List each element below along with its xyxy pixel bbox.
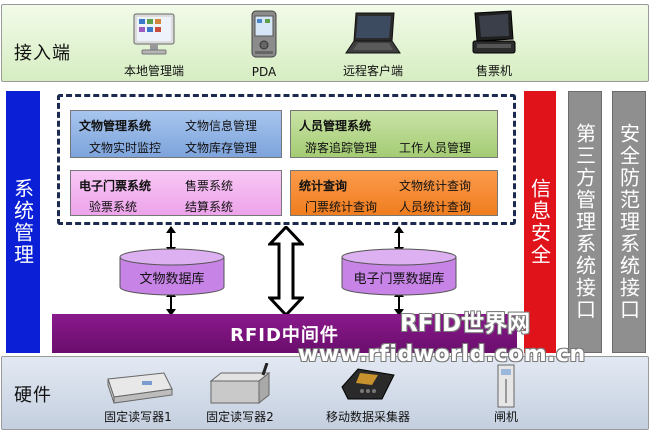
rfid-middleware-bar: RFID中间件	[52, 314, 517, 353]
device-label: 移动数据采集器	[325, 410, 410, 424]
pda-icon	[251, 10, 277, 58]
watermark-brand: RFID世界网	[400, 311, 531, 337]
device-label: PDA	[251, 65, 277, 79]
database-cylinder-icon	[119, 248, 225, 296]
watermark-url: www.rfidworld.com.cn	[298, 342, 586, 367]
device-fixed-reader-2: 固定读写器2	[198, 357, 282, 431]
device-fixed-reader-1: 固定读写器1	[90, 357, 186, 431]
system-box-e-ticket: 电子门票系统 售票系统 验票系统 结算系统	[70, 170, 282, 216]
database-cylinder-icon	[341, 248, 457, 296]
device-label: 闸机	[493, 410, 518, 424]
system-box-statistics-query: 统计查询 文物统计查询 门票统计查询 人员统计查询	[290, 170, 498, 216]
third-party-interface-bar: 第三方管理系统接口	[568, 91, 602, 353]
system-management-bar: 系统管理	[6, 91, 40, 353]
system-box-item: 售票系统	[185, 179, 234, 193]
security-system-interface-bar: 安全防范理系统接口	[612, 91, 646, 353]
device-local-admin: 本地管理端	[114, 5, 194, 83]
application-frame	[57, 94, 516, 225]
access-layer: 接入端 本地管理端 PDA 远程客户端	[1, 4, 649, 82]
hardware-layer: 硬件 固定读写器1 固定读写器2 移动数据采集器	[1, 356, 649, 430]
device-label: 远程客户端	[342, 64, 403, 78]
fixed-reader-icon	[107, 372, 173, 404]
device-ticket-machine: 售票机	[462, 5, 526, 83]
rfid-middleware-label: RFID中间件	[230, 324, 339, 346]
system-box-item: 游客追踪管理	[305, 141, 378, 155]
hardware-layer-title: 硬件	[14, 385, 52, 406]
device-mobile-collector: 移动数据采集器	[318, 357, 418, 431]
database-label: 文物数据库	[139, 272, 205, 287]
system-box-item: 文物库存管理	[185, 141, 258, 155]
system-box-item: 人员统计查询	[399, 200, 472, 214]
device-label: 售票机	[475, 64, 512, 78]
system-management-label: 系统管理	[10, 178, 35, 266]
security-system-interface-label: 安全防范理系统接口	[616, 123, 641, 321]
system-box-title: 人员管理系统	[299, 119, 372, 133]
system-box-item: 工作人员管理	[399, 141, 472, 155]
database-relic: 文物数据库	[118, 248, 226, 296]
database-label: 电子门票数据库	[353, 272, 445, 287]
system-box-relic-management: 文物管理系统 文物信息管理 文物实时监控 文物库存管理	[70, 110, 282, 158]
fixed-reader-antenna-icon	[209, 363, 271, 405]
device-label: 固定读写器2	[206, 410, 274, 424]
device-label: 本地管理端	[123, 64, 184, 78]
info-security-bar: 信息安全	[524, 91, 556, 353]
gate-icon	[497, 364, 515, 408]
info-security-label: 信息安全	[527, 178, 552, 266]
system-box-personnel-management: 人员管理系统 游客追踪管理 工作人员管理	[290, 110, 498, 158]
ticket-machine-icon	[472, 10, 516, 54]
device-remote-client: 远程客户端	[335, 5, 411, 83]
system-box-title: 统计查询	[299, 179, 348, 193]
access-layer-title: 接入端	[14, 43, 71, 64]
database-e-ticket: 电子门票数据库	[340, 248, 458, 296]
large-double-arrow-icon	[268, 226, 304, 316]
device-pda: PDA	[234, 5, 294, 83]
device-label: 固定读写器1	[104, 410, 172, 424]
device-gate: 闸机	[486, 357, 526, 431]
handheld-scanner-icon	[341, 368, 395, 400]
system-box-item: 结算系统	[185, 200, 234, 214]
desktop-computer-icon	[133, 13, 175, 55]
third-party-interface-label: 第三方管理系统接口	[572, 123, 597, 321]
system-box-item: 文物信息管理	[185, 119, 258, 133]
system-box-item: 文物实时监控	[89, 141, 162, 155]
laptop-icon	[345, 12, 401, 54]
system-box-item: 验票系统	[89, 200, 138, 214]
system-box-title: 文物管理系统	[79, 119, 152, 133]
system-box-item: 文物统计查询	[399, 179, 472, 193]
system-box-title: 电子门票系统	[79, 179, 152, 193]
system-box-item: 门票统计查询	[305, 200, 378, 214]
